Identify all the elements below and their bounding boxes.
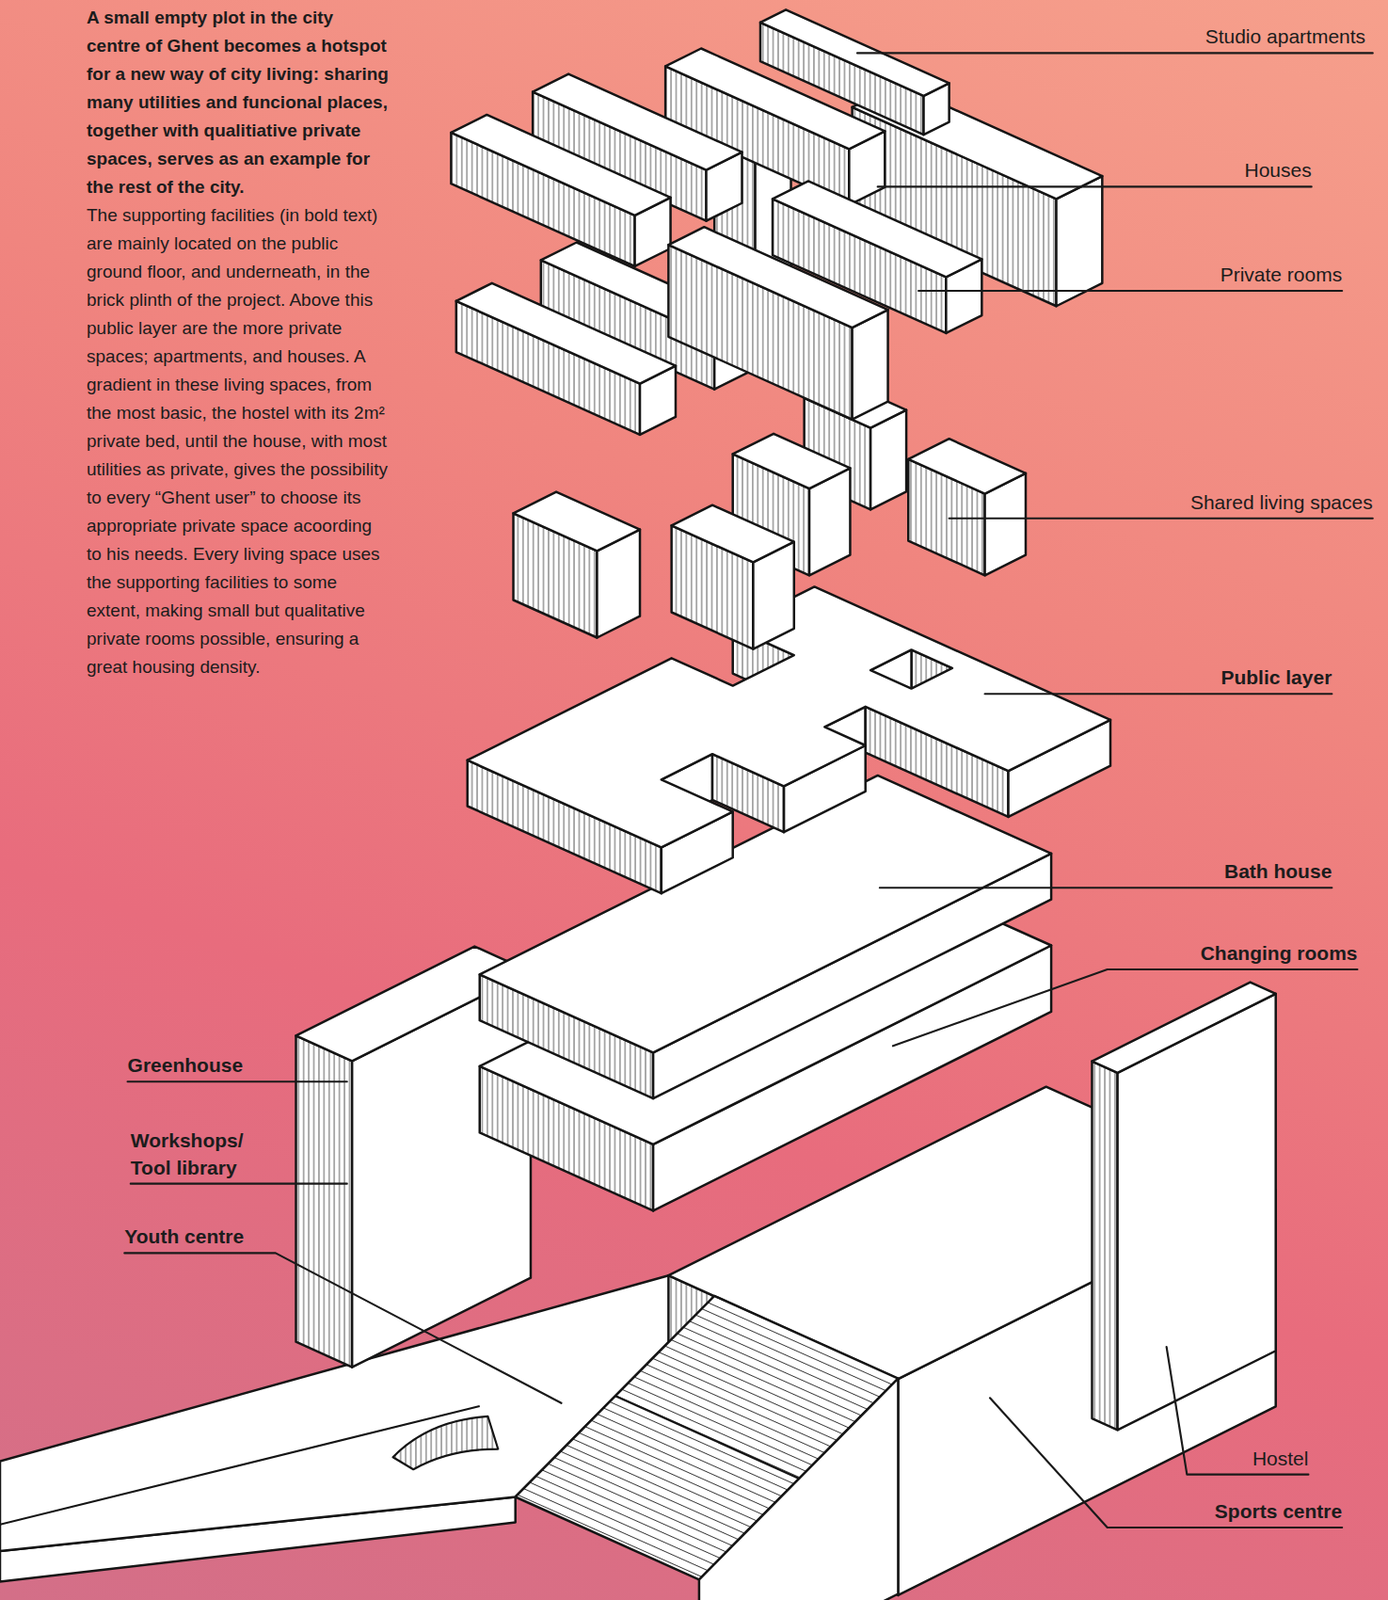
leader-line [918,289,1342,292]
text-column: A small empty plot in the city centre of… [86,3,390,682]
leader-line [949,517,1373,520]
hostel-tower-top [1091,982,1276,1073]
part-label: Workshops/ Tool library [130,1126,272,1181]
part-label: Bath house [1224,857,1332,885]
part-label: Shared living spaces [1190,488,1373,516]
leader-line [877,185,1312,188]
leader-line [1166,1346,1309,1475]
leader-line [124,1252,561,1403]
leader-line [893,969,1357,1046]
stair-wall [699,1378,898,1600]
leader-line [985,692,1333,695]
part-label: Hostel [1252,1444,1309,1472]
shared-cube-top [513,492,640,552]
leader-line [857,51,1373,54]
leader-line [879,886,1332,889]
dwelling-block-top [456,283,676,384]
part-label: Sports centre [1214,1497,1342,1525]
shared-cube-top [733,433,851,489]
leader-line [130,1182,348,1185]
shared-cube-top [671,505,795,563]
private-rooms-block-top [772,180,982,277]
body-text: The supporting facilities (in bold text)… [86,201,390,682]
part-label: Changing rooms [1200,939,1358,967]
part-label: Public layer [1220,663,1332,691]
leader-line [127,1080,348,1083]
shared-cube-top [908,438,1026,494]
building-volumes [0,9,1277,1600]
part-label: Youth centre [124,1222,244,1250]
greenhouse-tower-side [296,1035,353,1367]
dwelling-block-top [668,226,888,328]
hostel-tower-side [1091,1061,1117,1431]
part-label: Private rooms [1220,260,1343,288]
lead-paragraph: A small empty plot in the city centre of… [86,3,390,202]
part-label: Greenhouse [127,1051,244,1079]
dwelling-block-top [450,114,671,216]
part-label: Houses [1244,156,1312,184]
stair-landing [615,1395,799,1479]
leader-line [989,1397,1342,1528]
ramp-hollow [393,1416,499,1469]
part-label: Studio apartments [1205,22,1366,50]
